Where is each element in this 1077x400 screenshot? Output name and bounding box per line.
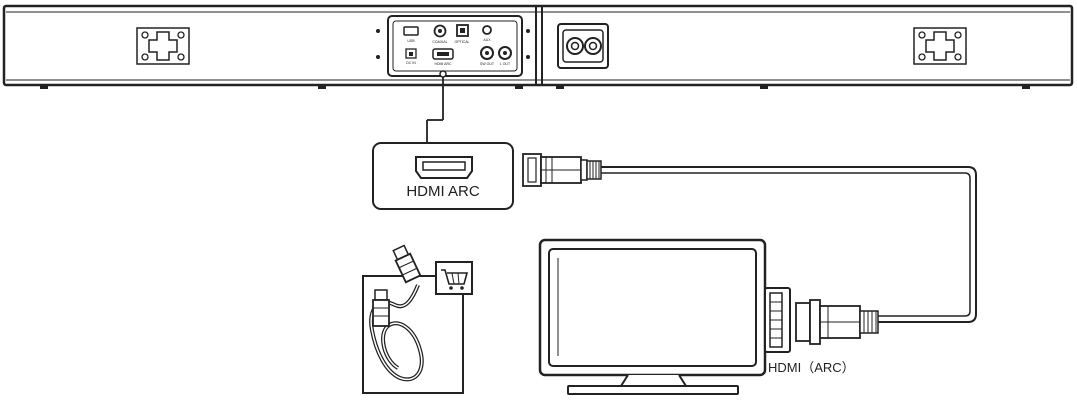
hdmi-arc-callout: HDMI ARC [372, 142, 514, 210]
hdmi-arc-port-label: HDMI ARC [434, 62, 452, 66]
coaxial-port: COAXIAL [432, 24, 448, 44]
aux-port: AUX [482, 25, 492, 42]
round-port-module [557, 23, 609, 69]
optical-port-label: OPTICAL [455, 40, 470, 44]
l-out-port: L OUT [498, 46, 512, 66]
hdmi-arc-callout-label: HDMI ARC [406, 183, 480, 200]
sw-out-port: SW OUT [480, 46, 495, 66]
aux-port-label: AUX [483, 38, 491, 42]
coaxial-port-label: COAXIAL [432, 40, 447, 44]
hdmi-cable [601, 166, 977, 323]
dc-in-port: DC IN [405, 48, 417, 65]
hdmi-plug-icon [522, 153, 602, 187]
callout-leader [426, 77, 444, 143]
optical-port: OPTICAL [455, 24, 470, 44]
tv-hdmi-port [764, 287, 791, 353]
tv-hdmi-plug-icon [795, 299, 879, 345]
connector-panel: USB DC IN COAXIAL OPTICAL AUX [376, 15, 530, 78]
tv-icon: HDMI（ARC） [538, 238, 855, 395]
shopping-cart-icon [435, 261, 473, 295]
usb-port-label: USB [407, 39, 415, 43]
l-out-port-label: L OUT [500, 62, 511, 66]
hdmi-arc-port: HDMI ARC [432, 48, 454, 66]
soundbar: USB DC IN COAXIAL OPTICAL AUX [2, 4, 1074, 89]
dc-in-port-label: DC IN [406, 61, 416, 65]
included-hdmi-cable-icon [362, 244, 464, 394]
usb-port: USB [403, 26, 419, 43]
tv-hdmi-arc-label: HDMI（ARC） [768, 360, 855, 375]
hdmi-port-icon [415, 156, 473, 179]
sw-out-port-label: SW OUT [480, 62, 495, 66]
